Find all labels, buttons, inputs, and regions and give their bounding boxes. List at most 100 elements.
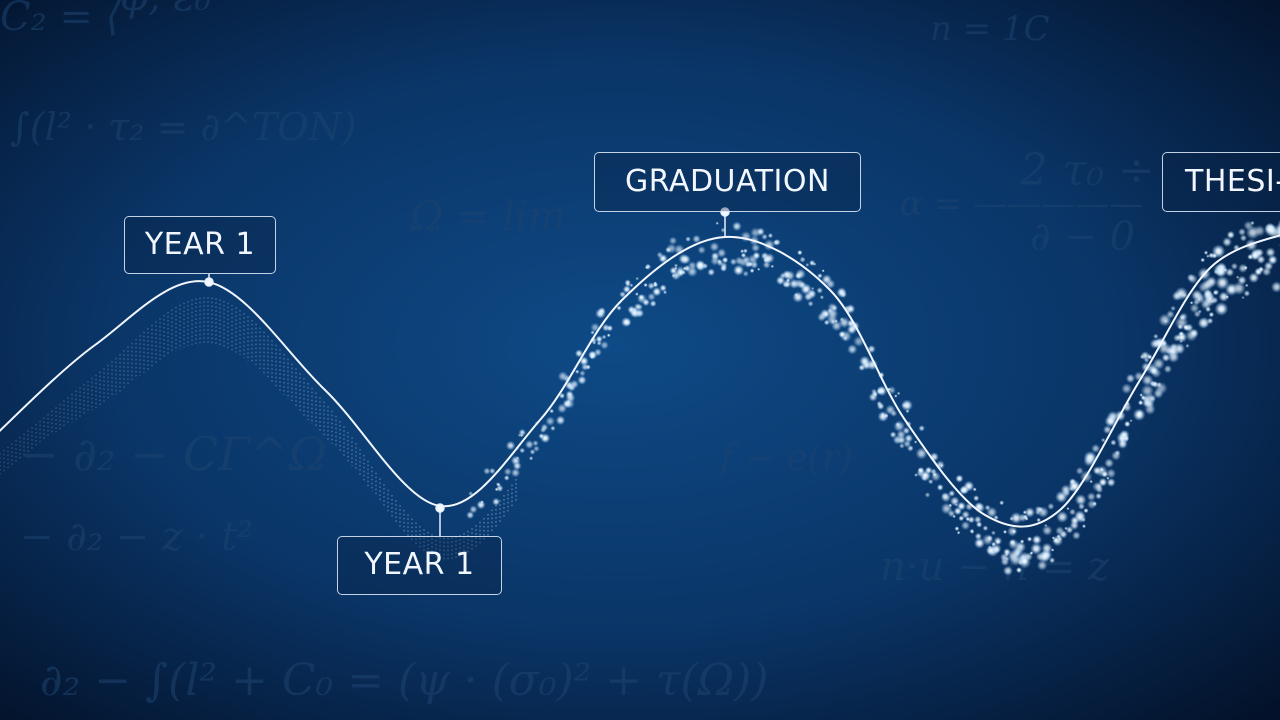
glow-particle [973,495,980,502]
formula-watermark: ∫(l² · τ₂ = ∂^TON) [10,105,357,149]
glow-particle [489,467,496,475]
glow-particle [1270,281,1280,293]
glow-particle [896,391,901,396]
glow-particle [1132,408,1146,421]
glow-particle [1137,399,1144,406]
glow-particle [1024,507,1036,518]
glow-particle [1203,250,1209,255]
glow-particle [1243,290,1251,297]
glow-particle [1047,502,1055,510]
glow-particle [1110,439,1117,446]
glow-particle [1125,373,1136,384]
glow-particle [984,504,991,511]
glow-particle [819,295,825,300]
glow-particle [592,341,596,345]
glow-particle [1200,257,1205,263]
glow-particle [949,496,960,507]
glow-particle [659,284,667,292]
glow-particle [1095,482,1103,491]
glow-particle [1177,323,1184,330]
glow-particle [1244,283,1249,288]
glow-particle [565,392,576,403]
glow-particle [579,370,586,377]
glow-particle [1226,230,1235,240]
glow-particle [1166,310,1175,319]
glow-particle [1029,551,1034,556]
glow-particle [1018,513,1028,523]
glow-particle [1022,510,1027,515]
glow-particle [692,234,701,244]
glow-particle [644,265,649,270]
glow-particle [1277,219,1280,228]
glow-particle [1015,567,1023,574]
glow-particle [895,422,901,427]
glow-particle [1041,525,1053,536]
glow-particle [1265,247,1276,258]
glow-particle [1139,393,1143,397]
glow-particle [476,500,486,510]
glow-particle [914,440,918,444]
glow-particle [1170,342,1179,351]
glow-particle [742,255,751,264]
glow-particle [742,248,748,254]
glow-particle [494,487,499,492]
glow-particle [505,440,516,451]
glow-particle [952,514,956,519]
formula-watermark: − ∂₂ − CΓ^Ω [20,427,327,481]
glow-particle [732,221,742,232]
glow-particle [1106,477,1116,487]
formula-watermark: C₂ = ⟨ [0,0,122,40]
glow-particle [1055,490,1068,504]
glow-particle [899,443,905,449]
glow-particle [707,268,716,277]
glow-particle [782,282,788,288]
glow-particle [1095,492,1102,500]
glow-particle [1075,466,1084,475]
glow-particle [990,530,996,536]
glow-particle [1008,538,1019,550]
glow-particle [794,278,804,289]
milestone-dot [435,503,445,513]
glow-particle [1203,294,1216,307]
glow-particle [577,375,587,385]
glow-particle [555,415,566,426]
glow-particle [1222,237,1233,247]
glow-particle [786,278,791,283]
glow-particle [936,483,944,491]
glow-particle [649,300,657,308]
glow-particle [673,263,679,268]
glow-particle [816,287,823,294]
milestone-label-thesis: THESI- [1162,152,1280,212]
glow-particle [1139,354,1145,360]
glow-particle [1089,479,1093,484]
glow-particle [806,289,817,300]
glow-particle [532,440,539,447]
glow-particle [1072,531,1081,540]
particle-hatch [0,297,517,560]
glow-particle [1208,311,1215,318]
glow-particle [1064,526,1068,531]
glow-particle [545,416,556,427]
glow-particle [1247,253,1254,260]
glow-particle [974,532,982,540]
glow-particle [1049,557,1056,564]
glow-particle [652,282,659,288]
particle-cloud [466,219,1280,576]
glow-particle [1213,290,1218,295]
glow-particle [890,409,898,417]
glow-particle [590,330,595,335]
glow-particle [1110,420,1114,424]
glow-particle [1123,435,1130,442]
glow-particle [1189,328,1199,338]
glow-particle [1218,291,1229,302]
glow-particle [519,433,524,438]
glow-particle [492,497,501,506]
glow-particle [1197,309,1202,314]
timeline-curve [0,234,1280,528]
glow-particle [1187,274,1198,285]
glow-particle [1140,384,1155,398]
glow-particle [1117,438,1128,450]
glow-particle [1235,275,1240,279]
glow-particle [515,456,520,460]
glow-particle [1261,266,1272,277]
